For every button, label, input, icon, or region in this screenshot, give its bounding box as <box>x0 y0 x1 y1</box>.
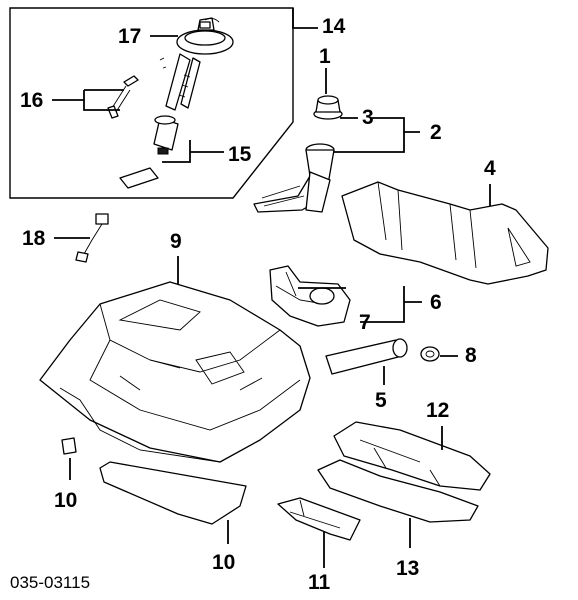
callout-17: 17 <box>118 25 142 48</box>
pump-harness <box>107 75 139 119</box>
callout-7: 7 <box>359 311 371 334</box>
callout-8: 8 <box>465 344 477 367</box>
pad-small <box>61 437 77 455</box>
callout-9: 9 <box>170 230 182 253</box>
breather-pipe-assembly <box>269 265 351 327</box>
fuel-filter <box>119 167 159 189</box>
fuel-tank <box>39 281 311 463</box>
pump-assembly-inset-frame <box>9 7 294 199</box>
callout-18: 18 <box>22 227 46 250</box>
callout-16: 16 <box>20 89 44 112</box>
callout-4: 4 <box>484 157 496 180</box>
callout-3: 3 <box>362 106 374 129</box>
heat-insulator <box>317 421 491 523</box>
bracket <box>277 497 361 541</box>
shield-protector-detail <box>377 181 531 269</box>
fuel-cap <box>313 95 343 120</box>
shield-protector <box>341 181 549 285</box>
callout-10-plate: 10 <box>212 551 236 574</box>
callout-11: 11 <box>308 571 331 594</box>
leader-lines <box>52 8 491 568</box>
filler-neck <box>253 143 335 213</box>
callout-14: 14 <box>322 15 346 38</box>
grommet <box>420 346 440 362</box>
callout-13: 13 <box>396 557 420 580</box>
diagram-code: 035-03115 <box>10 573 91 592</box>
callout-6: 6 <box>430 291 442 314</box>
filler-hose <box>325 338 408 375</box>
protector-plate <box>99 461 247 525</box>
callout-1: 1 <box>319 45 331 68</box>
callout-2: 2 <box>430 121 442 144</box>
callout-12: 12 <box>426 399 450 422</box>
callout-15: 15 <box>228 143 252 166</box>
sensor <box>75 213 109 263</box>
fuel-pump-sender-unit <box>153 17 234 155</box>
callout-5: 5 <box>375 389 387 412</box>
callout-10-pad: 10 <box>54 489 78 512</box>
